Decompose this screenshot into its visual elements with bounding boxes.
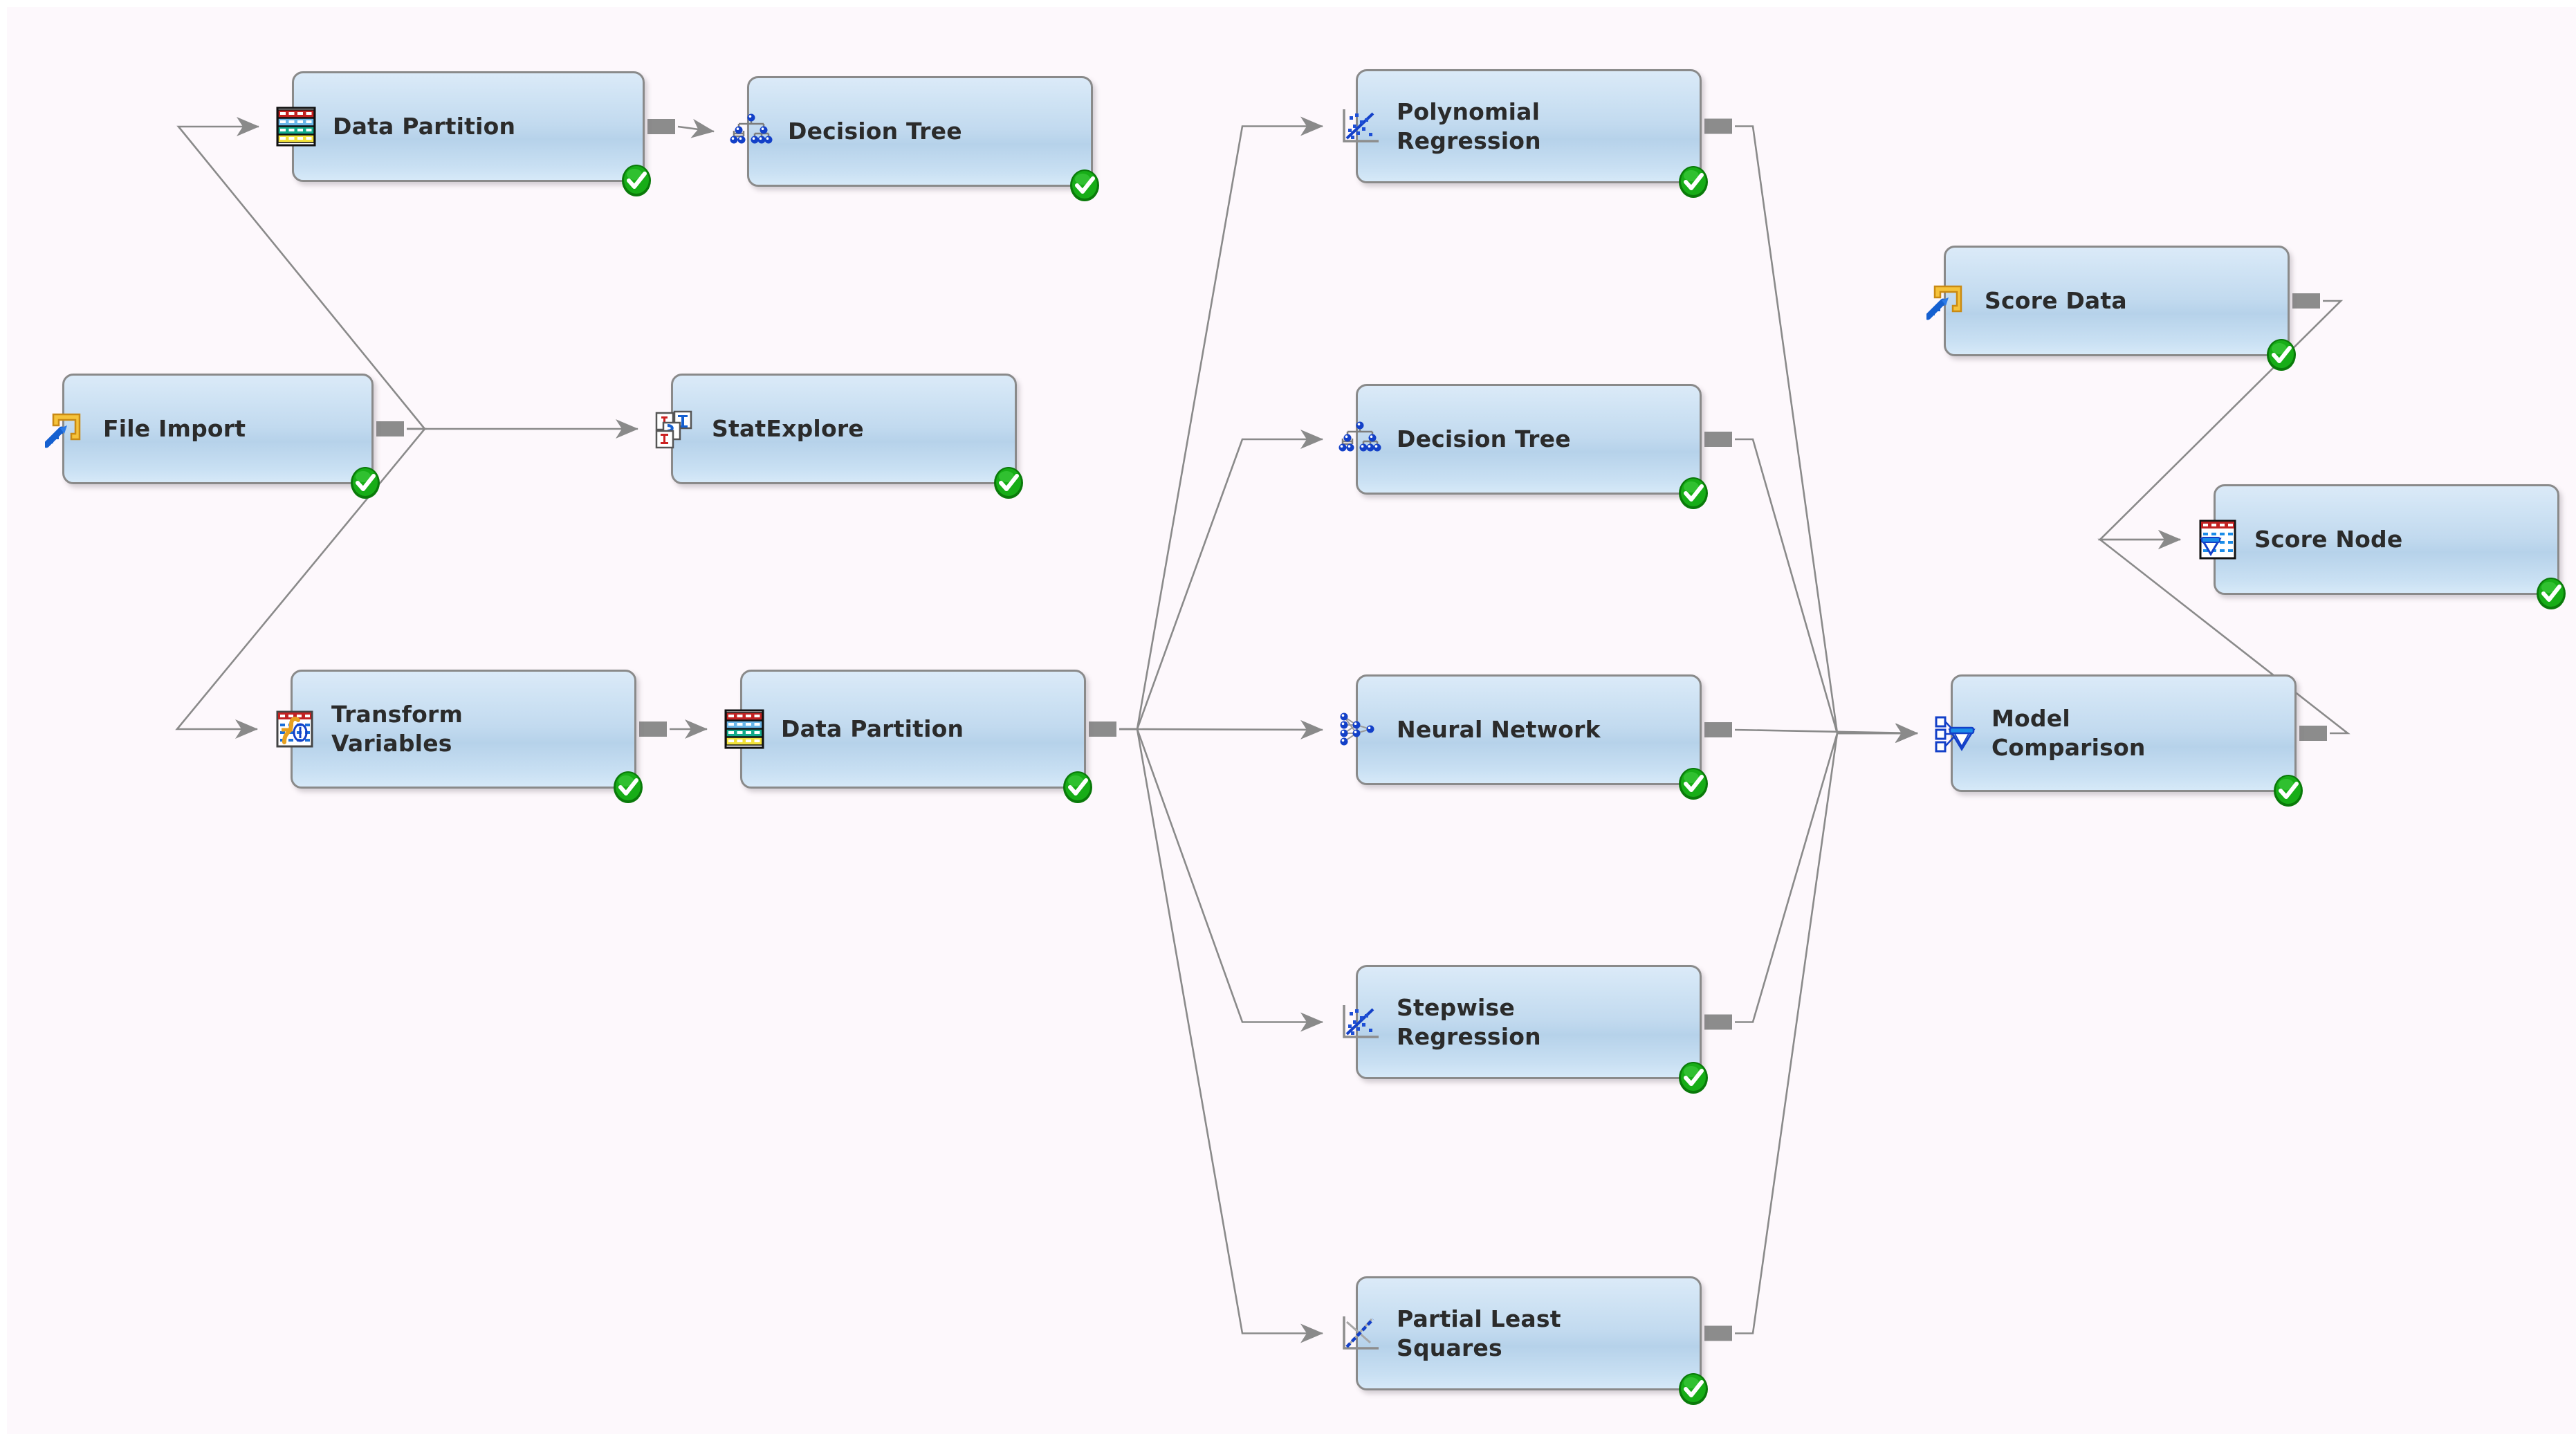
output-port[interactable] <box>1704 722 1732 737</box>
node-label: Score Node <box>2254 526 2403 553</box>
output-port[interactable] <box>2292 293 2320 309</box>
status-badge-complete-check <box>1676 165 1711 199</box>
status-badge-complete-check <box>1060 770 1095 805</box>
decision-tree-icon <box>1338 418 1381 461</box>
score-node-icon <box>2196 518 2239 561</box>
output-port[interactable] <box>1704 1325 1732 1341</box>
stat-explore-icon <box>654 407 697 450</box>
node-label: Neural Network <box>1397 716 1601 744</box>
node-label: Data Partition <box>781 715 964 743</box>
edge-data-partition-top-to-decision-tree-top[interactable] <box>677 118 715 138</box>
status-badge-complete-check <box>619 163 654 198</box>
output-port[interactable] <box>2299 726 2327 741</box>
data-partition-icon <box>723 708 766 751</box>
output-port[interactable] <box>1704 118 1732 134</box>
regression-icon <box>1338 105 1381 148</box>
edge-data-partition-main-to-partial-least-squares[interactable] <box>1119 728 1323 1343</box>
edge-polynomial-regression-to-model-comparison[interactable] <box>1735 125 1918 743</box>
edge-data-partition-main-to-polynomial-regression[interactable] <box>1119 116 1323 730</box>
status-badge-complete-check <box>2534 576 2568 611</box>
edge-decision-tree-mid-to-model-comparison[interactable] <box>1735 438 1918 743</box>
node-data-partition-main[interactable]: Data Partition <box>724 670 1092 803</box>
edge-data-partition-main-to-stepwise-regression[interactable] <box>1119 728 1323 1032</box>
node-label: Polynomial Regression <box>1397 98 1541 154</box>
node-label: Decision Tree <box>1397 425 1571 453</box>
output-port[interactable] <box>1704 432 1732 447</box>
decision-tree-icon <box>730 110 773 153</box>
node-label: Data Partition <box>333 113 516 140</box>
node-score-data[interactable]: Score Data <box>1926 246 2296 371</box>
node-label: StatExplore <box>712 415 864 443</box>
file-import-icon <box>1926 279 1969 322</box>
output-port[interactable] <box>1704 1014 1732 1030</box>
status-badge-complete-check <box>348 466 383 500</box>
node-data-partition-top[interactable]: Data Partition <box>276 71 651 196</box>
edge-data-partition-main-to-neural-network[interactable] <box>1119 719 1323 739</box>
status-badge-complete-check <box>2264 338 2299 372</box>
status-badge-complete-check <box>1676 476 1711 511</box>
status-badge-complete-check <box>611 770 645 805</box>
node-label: Stepwise Regression <box>1397 993 1541 1050</box>
output-port[interactable] <box>376 421 404 436</box>
edge-partial-least-squares-to-model-comparison[interactable] <box>1735 724 1918 1334</box>
output-port[interactable] <box>647 119 675 134</box>
neural-network-icon <box>1338 708 1381 751</box>
output-port[interactable] <box>639 721 667 737</box>
status-badge-complete-check <box>1067 168 1102 203</box>
status-badge-complete-check <box>1676 1372 1711 1406</box>
pls-icon <box>1338 1312 1381 1355</box>
node-label: Partial Least Squares <box>1397 1305 1561 1361</box>
edge-neural-network-to-model-comparison[interactable] <box>1734 723 1918 743</box>
status-badge-complete-check <box>2271 773 2306 808</box>
data-partition-icon <box>275 105 318 148</box>
node-score-node[interactable]: Score Node <box>2199 484 2566 609</box>
file-import-icon <box>45 407 88 450</box>
status-badge-complete-check <box>1676 766 1711 801</box>
status-badge-complete-check <box>991 466 1026 500</box>
edge-data-partition-main-to-decision-tree-mid[interactable] <box>1119 430 1323 730</box>
node-label: Model Comparison <box>1991 705 2146 761</box>
node-label: Score Data <box>1985 287 2127 315</box>
node-model-comparison[interactable]: Model Comparison <box>1935 674 2303 807</box>
node-label: File Import <box>103 415 246 443</box>
node-label: Transform Variables <box>331 701 463 757</box>
edge-stepwise-regression-to-model-comparison[interactable] <box>1735 724 1918 1023</box>
node-neural-network[interactable]: Neural Network <box>1340 674 1708 800</box>
node-file-import[interactable]: File Import <box>45 374 380 499</box>
node-polynomial-regression[interactable]: Polynomial Regression <box>1343 69 1708 198</box>
model-comparison-icon <box>1933 712 1976 755</box>
regression-icon <box>1338 1001 1381 1044</box>
output-port[interactable] <box>1089 721 1116 737</box>
node-label: Decision Tree <box>788 118 962 145</box>
transform-vars-icon <box>273 708 316 751</box>
status-badge-complete-check <box>1676 1060 1711 1095</box>
node-stepwise-regression[interactable]: Stepwise Regression <box>1343 965 1708 1094</box>
node-stat-explore[interactable]: StatExplore <box>655 374 1023 499</box>
node-decision-tree-mid[interactable]: Decision Tree <box>1338 384 1708 509</box>
node-transform-variables[interactable]: Transform Variables <box>276 670 643 803</box>
node-partial-least-squares[interactable]: Partial Least Squares <box>1343 1276 1708 1405</box>
node-decision-tree-top[interactable]: Decision Tree <box>730 76 1099 201</box>
